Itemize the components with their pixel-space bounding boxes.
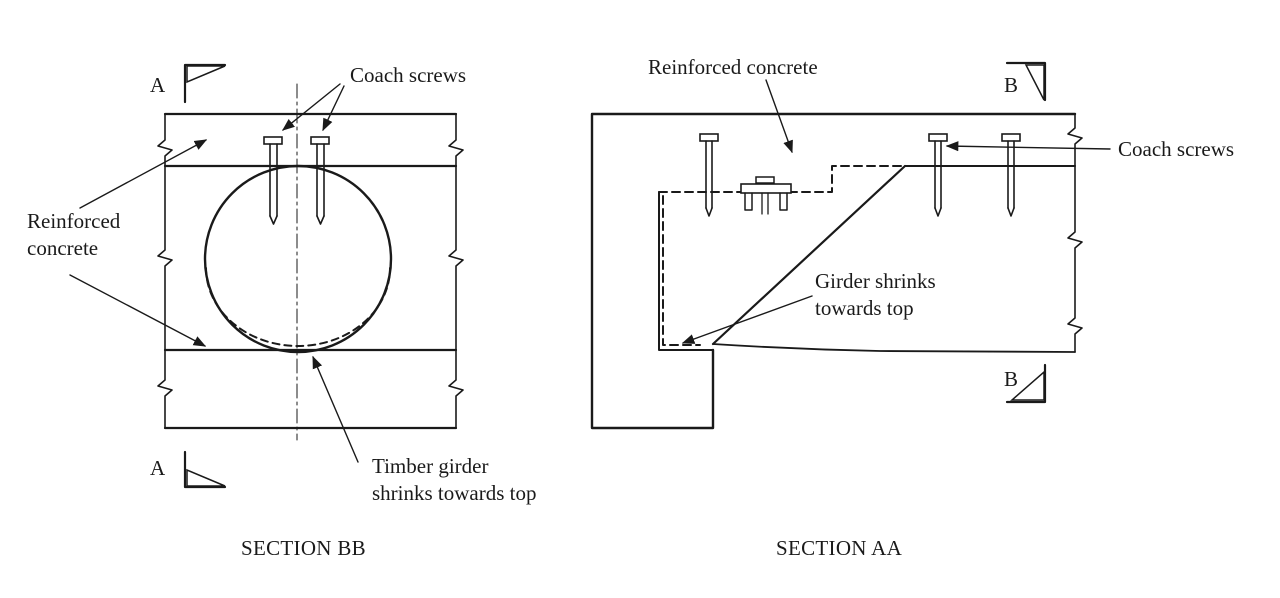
aa-section-mark-b-top bbox=[1005, 61, 1047, 102]
bb-section-mark-a-top bbox=[183, 63, 227, 104]
aa-bolted-bracket bbox=[740, 176, 792, 215]
aa-girder-label-line1: Girder shrinks bbox=[815, 269, 936, 293]
aa-coach-screw-1 bbox=[699, 133, 719, 217]
aa-pocket-outline bbox=[658, 191, 714, 351]
aa-mark-b-bottom-label: B bbox=[1004, 367, 1018, 391]
aa-right-edge bbox=[1067, 113, 1083, 353]
bb-caption: SECTION BB bbox=[241, 536, 366, 560]
aa-reinforced-concrete-label: Reinforced concrete bbox=[648, 55, 818, 79]
bb-coach-screws-label: Coach screws bbox=[350, 63, 466, 87]
aa-diagonal-split bbox=[711, 164, 907, 346]
aa-caption: SECTION AA bbox=[776, 536, 903, 560]
aa-coach-screws-label: Coach screws bbox=[1118, 137, 1234, 161]
aa-girder-label-line2: towards top bbox=[815, 296, 914, 320]
aa-concrete-outline bbox=[590, 112, 1077, 430]
bb-coach-screw-2 bbox=[310, 136, 330, 225]
bb-reinforced-label-line1: Reinforced bbox=[27, 209, 121, 233]
bb-reinforced-label-line2: concrete bbox=[27, 236, 98, 260]
aa-coach-screw-2 bbox=[928, 133, 948, 217]
bb-timber-label-line1: Timber girder bbox=[372, 454, 488, 478]
section-aa: B B Reinforced concrete Coach screws Gir… bbox=[590, 55, 1234, 560]
aa-coach-screw-3 bbox=[1001, 133, 1021, 217]
bb-right-edge bbox=[448, 113, 464, 429]
section-bb: A A Coach screws Reinforced concrete Tim… bbox=[27, 63, 537, 560]
bb-timber-label-line2: shrinks towards top bbox=[372, 481, 537, 505]
bb-mark-a-bottom-label: A bbox=[150, 456, 166, 480]
bb-shrunk-outline bbox=[205, 267, 391, 347]
bb-timber-girder bbox=[203, 164, 393, 354]
bb-coach-screw-1 bbox=[263, 136, 283, 225]
bb-mark-a-top-label: A bbox=[150, 73, 166, 97]
bb-section-mark-a-bottom bbox=[183, 450, 227, 489]
aa-mark-b-top-label: B bbox=[1004, 73, 1018, 97]
bb-left-edge bbox=[157, 113, 173, 429]
aa-section-mark-b-bottom bbox=[1005, 363, 1047, 404]
aa-girder-bottom bbox=[712, 343, 1076, 353]
